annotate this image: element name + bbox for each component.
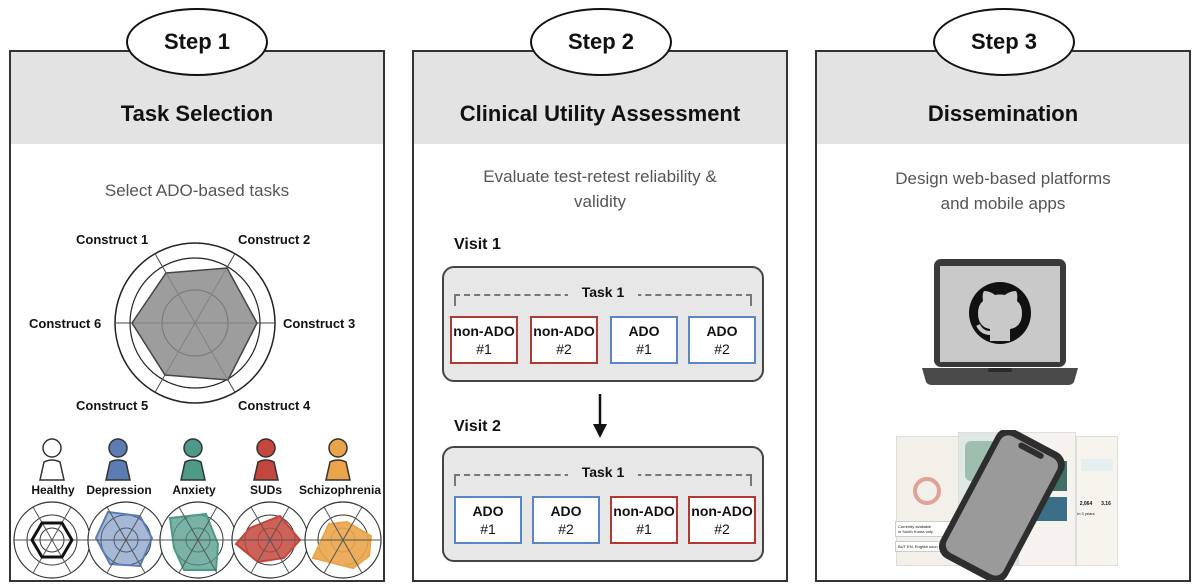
visit2-box: Task 1 ADO #1 ADO #2 non-ADO #1 non-ADO … [442,446,764,562]
condition-number: #1 [636,521,652,537]
app-info-card: Currently available in South Korea only [895,521,957,537]
construct-1-label: Construct 1 [76,232,149,247]
construct-radar-area [131,267,258,381]
suds-mini-radar [231,501,309,579]
github-icon [969,282,1031,344]
visit1-condition-2: non-ADO #2 [530,316,598,364]
condition-name: non-ADO [533,323,595,339]
condition-name: ADO [472,503,504,519]
depression-mini-radar [87,501,165,579]
step2-subtitle-line1: Evaluate test-retest reliability & [483,167,717,186]
condition-number: #1 [476,341,492,357]
app-stat-1: 2,064 [1079,501,1093,507]
visit2-label: Visit 2 [454,418,501,435]
visit1-box: Task 1 non-ADO #1 non-ADO #2 ADO #1 ADO … [442,266,764,382]
healthy-mini-radar [13,501,91,579]
condition-number: #2 [714,521,730,537]
condition-name: ADO [628,323,660,339]
visit1-condition-1: non-ADO #1 [450,316,518,364]
condition-name: ADO [550,503,582,519]
step2-oval: Step 2 [530,8,672,76]
step1-oval: Step 1 [126,8,268,76]
app-stat-1-caption: in 3 years [1077,511,1095,516]
step1-title: Task Selection [120,101,274,126]
down-arrow-icon [593,394,607,438]
smartphone-icon [938,430,1065,580]
depression-person-icon [105,438,131,481]
visit2-condition-4: non-ADO #2 [688,496,756,544]
anxiety-person-icon [180,438,206,481]
step3-title: Dissemination [927,101,1079,126]
construct-4-label: Construct 4 [238,398,311,413]
condition-number: #1 [636,341,652,357]
visit1-label: Visit 1 [454,236,501,253]
visit2-task-label: Task 1 [567,464,639,480]
schizophrenia-person-icon [325,438,351,481]
visit2-condition-1: ADO #1 [454,496,522,544]
app-stat-2: 3.16 [1101,501,1111,507]
condition-name: non-ADO [691,503,753,519]
mobile-app-screenshots: Currently available in South Korea only … [895,430,1118,580]
condition-name: non-ADO [453,323,515,339]
condition-number: #2 [714,341,730,357]
step3-oval: Step 3 [933,8,1075,76]
step1-subtitle: Select ADO-based tasks [104,181,290,200]
schizophrenia-mini-radar [304,501,382,579]
visit1-condition-3: ADO #1 [610,316,678,364]
anxiety-mini-radar [159,501,237,579]
step2-subtitle-line2: validity [574,192,626,211]
depression-label: Depression [86,483,152,497]
condition-number: #2 [558,521,574,537]
condition-number: #1 [480,521,496,537]
construct-2-label: Construct 2 [238,232,311,247]
step3-subtitle-line1: Design web-based platforms [895,169,1111,188]
condition-number: #2 [556,341,572,357]
population-icons [39,438,351,481]
laptop-icon [922,259,1078,385]
visit1-condition-4: ADO #2 [688,316,756,364]
visit2-condition-3: non-ADO #1 [610,496,678,544]
construct-6-label: Construct 6 [29,316,102,331]
app-info-line1: Currently available [898,524,932,529]
suds-person-icon [253,438,279,481]
healthy-person-icon [39,438,65,481]
group-radar-charts [13,501,382,579]
app-screen-4: 2,064 3.16 in 3 years [1076,436,1118,566]
condition-name: ADO [706,323,738,339]
schizophrenia-label: Schizophrenia [298,483,381,497]
construct-radar-chart [114,242,276,404]
construct-3-label: Construct 3 [283,316,356,331]
visit2-condition-2: ADO #2 [532,496,600,544]
healthy-label: Healthy [31,483,75,497]
step3-subtitle-line2: and mobile apps [940,194,1066,213]
visit1-task-label: Task 1 [567,284,639,300]
anxiety-label: Anxiety [172,483,216,497]
condition-name: non-ADO [613,503,675,519]
step2-title: Clinical Utility Assessment [459,101,741,126]
construct-5-label: Construct 5 [76,398,149,413]
suds-label: SUDs [249,483,282,497]
app-info-line2: in South Korea only [898,529,933,534]
